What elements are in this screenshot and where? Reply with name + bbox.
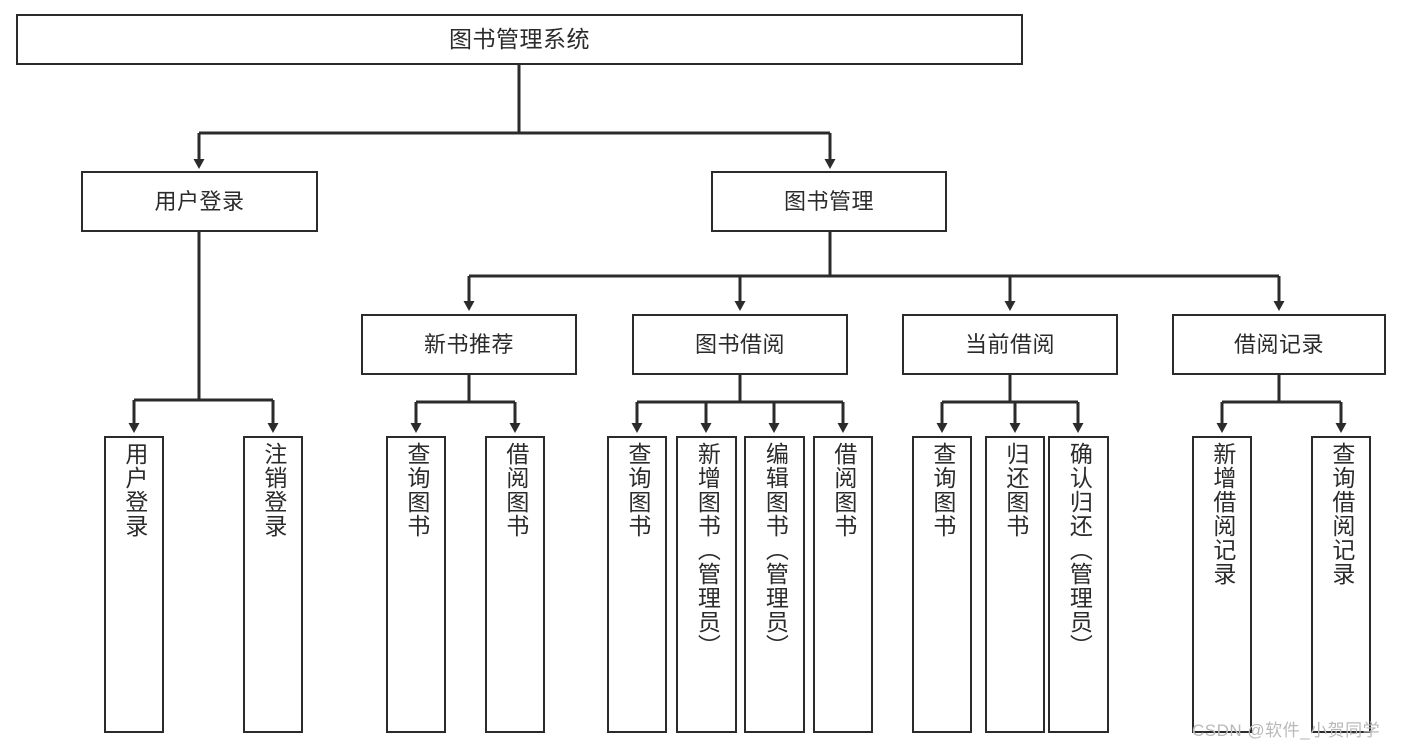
node-book-management[interactable]: 图书管理 bbox=[711, 171, 947, 232]
csdn-watermark: CSDN @软件_小贺同学 bbox=[1192, 721, 1381, 740]
node-label: 注销登录 bbox=[260, 442, 287, 538]
node-new-book-recommend[interactable]: 新书推荐 bbox=[361, 314, 577, 375]
node-borrow-record[interactable]: 借阅记录 bbox=[1172, 314, 1386, 375]
node-label: 查询借阅记录 bbox=[1328, 442, 1355, 586]
node-user-login[interactable]: 用户登录 bbox=[81, 171, 318, 232]
node-label: 用户登录 bbox=[154, 188, 245, 214]
node-label: 新增图书（管理员） bbox=[694, 442, 721, 658]
node-label: 新增借阅记录 bbox=[1209, 442, 1236, 586]
leaf-logout-login[interactable]: 注销登录 bbox=[243, 436, 303, 733]
node-label: 借阅图书 bbox=[830, 442, 857, 538]
node-root-system[interactable]: 图书管理系统 bbox=[16, 14, 1023, 65]
node-label: 确认归还（管理员） bbox=[1066, 442, 1093, 658]
leaf-confirm-return-admin[interactable]: 确认归还（管理员） bbox=[1048, 436, 1109, 733]
leaf-user-login[interactable]: 用户登录 bbox=[104, 436, 164, 733]
node-current-borrow[interactable]: 当前借阅 bbox=[902, 314, 1118, 375]
leaf-add-borrow-record[interactable]: 新增借阅记录 bbox=[1192, 436, 1252, 733]
node-label: 查询图书 bbox=[624, 442, 651, 538]
node-label: 用户登录 bbox=[121, 442, 148, 538]
node-label: 图书管理系统 bbox=[449, 26, 590, 53]
leaf-query-book-recommend[interactable]: 查询图书 bbox=[386, 436, 446, 733]
node-label: 新书推荐 bbox=[423, 331, 514, 357]
node-label: 借阅记录 bbox=[1233, 331, 1324, 357]
leaf-query-book-borrow[interactable]: 查询图书 bbox=[607, 436, 667, 733]
node-book-borrow[interactable]: 图书借阅 bbox=[632, 314, 848, 375]
node-label: 当前借阅 bbox=[964, 331, 1055, 357]
node-label: 查询图书 bbox=[929, 442, 956, 538]
leaf-add-book-admin[interactable]: 新增图书（管理员） bbox=[676, 436, 737, 733]
node-label: 归还图书 bbox=[1002, 442, 1029, 538]
node-label: 图书管理 bbox=[783, 188, 874, 214]
leaf-query-book-current[interactable]: 查询图书 bbox=[912, 436, 972, 733]
leaf-return-book[interactable]: 归还图书 bbox=[985, 436, 1045, 733]
leaf-query-borrow-record[interactable]: 查询借阅记录 bbox=[1311, 436, 1371, 733]
leaf-borrow-book-recommend[interactable]: 借阅图书 bbox=[485, 436, 545, 733]
node-label: 查询图书 bbox=[403, 442, 430, 538]
leaf-edit-book-admin[interactable]: 编辑图书（管理员） bbox=[744, 436, 805, 733]
node-label: 编辑图书（管理员） bbox=[762, 442, 789, 658]
node-label: 借阅图书 bbox=[502, 442, 529, 538]
node-label: 图书借阅 bbox=[694, 331, 785, 357]
leaf-borrow-book[interactable]: 借阅图书 bbox=[813, 436, 873, 733]
